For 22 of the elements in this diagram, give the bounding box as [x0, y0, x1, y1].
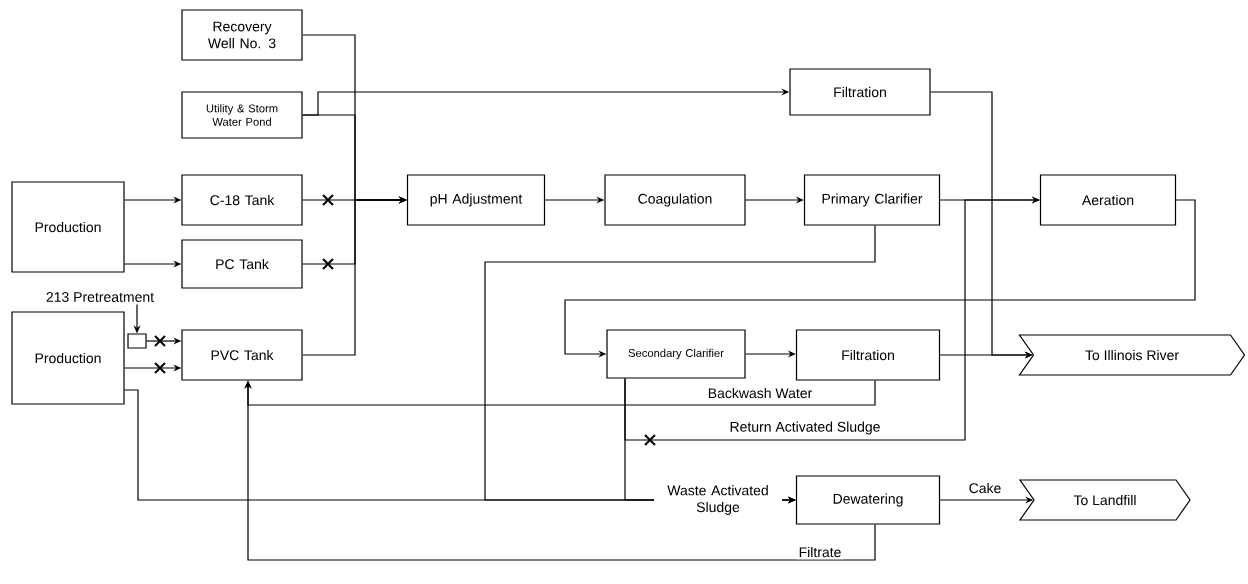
process-box: PC Tank [181, 239, 303, 289]
process-box: Primary Clarifier [803, 174, 941, 226]
process-box: C-18 Tank [181, 174, 303, 226]
edge-label: Waste Activated Sludge [654, 483, 782, 517]
edge-label: Cake [966, 480, 1004, 496]
edge-label: Backwash Water [705, 385, 815, 401]
process-box: Secondary Clarifier [606, 329, 746, 379]
pretreatment-box [127, 333, 147, 349]
process-box: Utility & Storm Water Pond [181, 91, 303, 139]
process-box: PVC Tank [181, 329, 303, 381]
process-label: 213 Pretreatment [46, 292, 154, 302]
process-box: Filtration [789, 68, 931, 116]
process-box: Dewatering [795, 475, 941, 525]
process-box: Production [11, 311, 125, 405]
edge-label: Filtrate [796, 544, 844, 560]
process-box: Filtration [795, 329, 941, 381]
process-box: pH Adjustment [406, 174, 546, 226]
process-box: Coagulation [604, 174, 746, 226]
process-box: Production [11, 181, 125, 273]
process-box: Recovery Well No. 3 [181, 9, 303, 61]
process-box: Aeration [1039, 174, 1177, 226]
edge-label: Return Activated Sludge [727, 419, 883, 437]
